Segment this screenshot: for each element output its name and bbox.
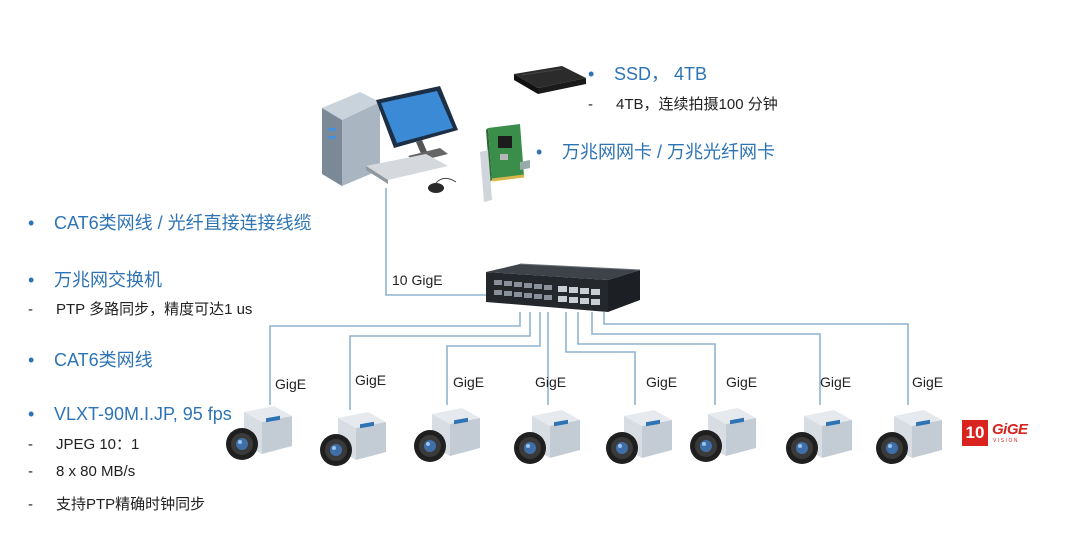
camera-detail: 支持PTP精确时钟同步 — [56, 496, 206, 513]
camera-icon — [414, 408, 480, 462]
dash-icon: - — [28, 496, 33, 513]
link-line-2 — [349, 312, 531, 410]
dash-icon: - — [28, 436, 33, 453]
link-line-5 — [565, 312, 636, 405]
camera-icon — [226, 406, 292, 460]
ssd-detail-line: - 4TB，连续拍摄100 分钟 — [588, 93, 778, 114]
camera-icon — [876, 410, 942, 464]
gige-link-label: GigE — [275, 376, 307, 392]
gige-link-label: GigE — [726, 374, 758, 390]
cable-top-title: CAT6类网线 / 光纤直接连接线缆 — [54, 213, 312, 233]
camera-detail: JPEG 10：1 — [56, 436, 140, 453]
camera-title: VLXT-90M.I.JP, 95 fps — [54, 404, 232, 424]
ssd-icon — [514, 66, 586, 94]
camera-icon — [320, 412, 386, 466]
dash-icon: - — [28, 301, 33, 318]
cable-bottom-line: • CAT6类网线 — [28, 346, 153, 372]
logo-text: GiGE — [992, 421, 1028, 438]
link-line-7 — [591, 312, 821, 405]
camera-title-line: • VLXT-90M.I.JP, 95 fps — [28, 404, 232, 425]
camera-icon — [786, 410, 852, 464]
link-line-6 — [577, 312, 716, 405]
gige-link-label: GigE — [535, 374, 567, 390]
switch-icon — [486, 263, 641, 312]
link-line-3 — [446, 312, 541, 405]
logo-subtext: VISION — [993, 438, 1019, 444]
ssd-title-line: • SSD， 4TB — [588, 60, 707, 86]
logo-number: 10 — [962, 420, 988, 446]
camera-detail-line-2: - 8 x 80 MB/s — [28, 463, 135, 480]
camera-detail: 8 x 80 MB/s — [56, 463, 136, 480]
bullet-icon: • — [588, 64, 595, 84]
bullet-icon: • — [28, 213, 35, 233]
uplink-line — [385, 188, 488, 296]
uplink-label: 10 GigE — [392, 272, 443, 288]
camera-icon — [514, 410, 580, 464]
camera-icon — [606, 410, 672, 464]
switch-title: 万兆网交换机 — [54, 270, 162, 290]
camera-icon — [690, 408, 756, 462]
ssd-title: SSD， 4TB — [614, 64, 708, 84]
dash-icon: - — [28, 463, 33, 480]
link-line-1 — [269, 312, 521, 405]
bullet-icon: • — [28, 350, 35, 370]
switch-detail: PTP 多路同步，精度可达1 us — [56, 301, 253, 318]
link-line-8 — [603, 312, 909, 405]
gige-link-label: GigE — [646, 374, 678, 390]
bullet-icon: • — [536, 142, 543, 162]
workstation-icon — [322, 86, 458, 193]
switch-title-line: • 万兆网交换机 — [28, 266, 162, 292]
gige-link-label: GigE — [355, 372, 387, 388]
camera-detail-line-1: - JPEG 10：1 — [28, 433, 139, 454]
gige-link-label: GigE — [912, 374, 944, 390]
camera-detail-line-3: - 支持PTP精确时钟同步 — [28, 493, 205, 514]
ssd-detail: 4TB，连续拍摄100 分钟 — [616, 96, 778, 113]
switch-detail-line: - PTP 多路同步，精度可达1 us — [28, 298, 252, 319]
gige-link-label: GigE — [453, 374, 485, 390]
cable-top-line: • CAT6类网线 / 光纤直接连接线缆 — [28, 209, 312, 235]
bullet-icon: • — [28, 270, 35, 290]
gige-link-label: GigE — [820, 374, 852, 390]
nic-title: 万兆网网卡 / 万兆光纤网卡 — [562, 142, 776, 162]
nic-title-line: • 万兆网网卡 / 万兆光纤网卡 — [536, 138, 775, 164]
cable-bottom-title: CAT6类网线 — [54, 350, 153, 370]
bullet-icon: • — [28, 404, 35, 424]
gige-vision-logo: 10 GiGE VISION — [962, 420, 1034, 446]
dash-icon: - — [588, 96, 593, 113]
network-card-icon — [480, 124, 530, 202]
